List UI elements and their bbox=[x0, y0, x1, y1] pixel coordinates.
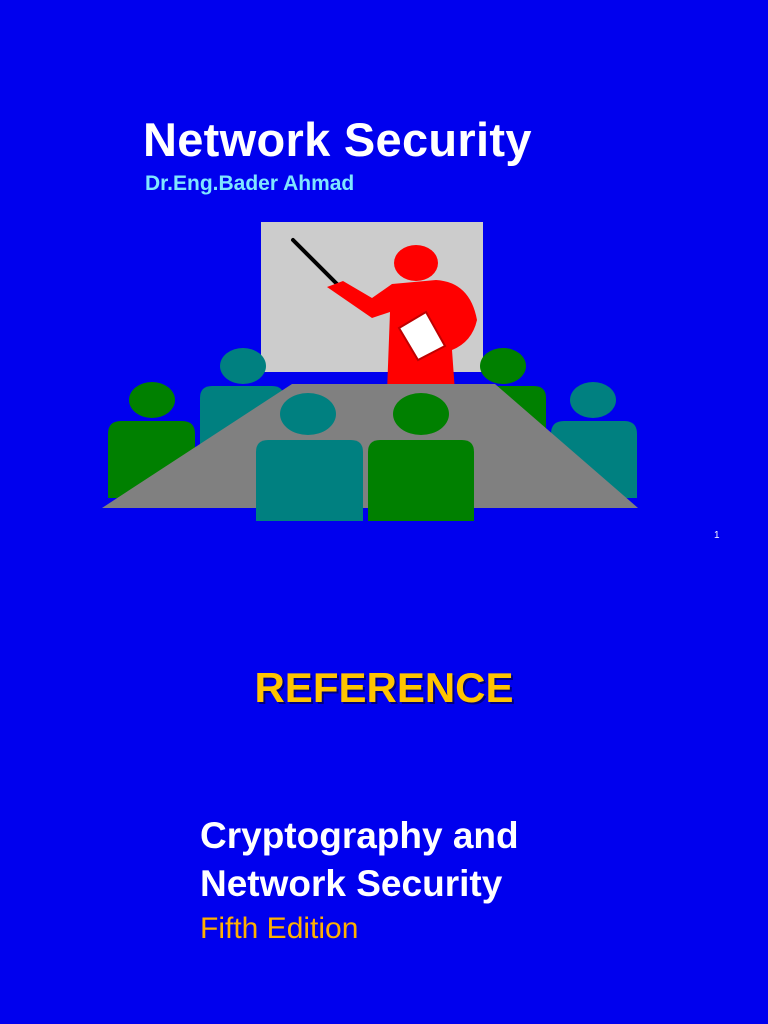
book-title: Cryptography and Network Security bbox=[200, 812, 620, 908]
reference-heading: REFERENCE bbox=[254, 664, 514, 711]
author-name: Dr.Eng.Bader Ahmad bbox=[145, 172, 355, 195]
presenter-meeting-clipart bbox=[102, 222, 638, 521]
presenter-icon bbox=[291, 238, 477, 392]
book-edition: Fifth Edition bbox=[200, 912, 359, 945]
slide-number: 1 bbox=[714, 530, 720, 541]
person-front-right-icon bbox=[368, 393, 474, 521]
person-front-left-icon bbox=[256, 393, 363, 521]
book-title-line-1: Cryptography and bbox=[200, 815, 519, 856]
slide-title: Network Security bbox=[143, 113, 532, 166]
book-title-line-2: Network Security bbox=[200, 863, 503, 904]
